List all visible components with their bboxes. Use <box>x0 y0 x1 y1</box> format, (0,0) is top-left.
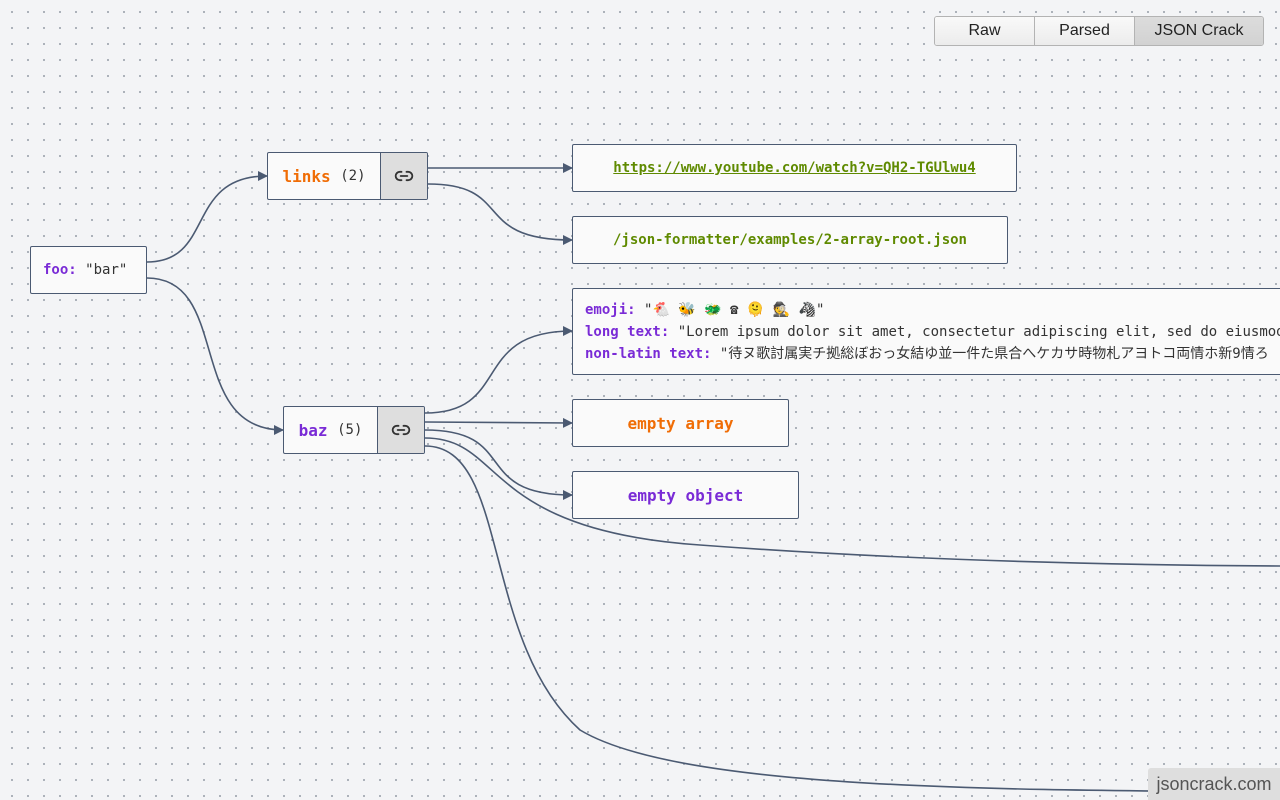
row-non-latin-text-key: non-latin text: <box>585 346 712 362</box>
row-emoji-key: emoji: <box>585 302 636 318</box>
node-baz-link-button[interactable] <box>377 407 424 453</box>
node-empty-object-label: empty object <box>627 485 744 505</box>
node-link-url-2[interactable]: /json-formatter/examples/2-array-root.js… <box>572 216 1008 264</box>
node-links-name: links <box>282 166 331 186</box>
node-link-url-1[interactable]: https://www.youtube.com/watch?v=QH2-TGUl… <box>572 144 1017 192</box>
node-baz-object[interactable]: emoji: "🐔 🐝 🐲 ☎ 🫠 🕵 🦓" long text: "Lorem… <box>572 288 1280 375</box>
link-icon <box>391 424 411 436</box>
node-foo[interactable]: foo: "bar" <box>30 246 147 294</box>
edge-baz-offscreen-2 <box>424 445 1280 793</box>
node-link-url-2-text: /json-formatter/examples/2-array-root.js… <box>612 232 967 248</box>
edge-links-url2 <box>427 183 573 245</box>
node-baz[interactable]: baz (5) <box>283 406 425 454</box>
row-non-latin-text: non-latin text: "待ヌ歌討属実チ拠総ぼおっ女結ゆ並一件た県合へケ… <box>585 343 1279 365</box>
brand-watermark[interactable]: jsoncrack.com <box>1148 768 1280 800</box>
node-foo-value: "bar" <box>85 262 128 278</box>
node-foo-key: foo: <box>43 262 77 278</box>
node-links-label: links (2) <box>268 153 380 199</box>
node-link-url-1-text[interactable]: https://www.youtube.com/watch?v=QH2-TGUl… <box>613 160 976 176</box>
row-long-text-key: long text: <box>585 324 670 340</box>
edge-baz-empty-object <box>424 429 573 500</box>
node-baz-label: baz (5) <box>284 407 377 453</box>
node-links-link-button[interactable] <box>380 153 427 199</box>
node-links[interactable]: links (2) <box>267 152 428 200</box>
node-empty-array[interactable]: empty array <box>572 399 789 447</box>
edge-baz-object <box>424 326 573 414</box>
view-parsed-button[interactable]: Parsed <box>1035 17 1135 45</box>
view-mode-toggle: Raw Parsed JSON Crack <box>934 16 1264 46</box>
edge-baz-empty-array <box>424 417 573 428</box>
row-emoji-value: "🐔 🐝 🐲 ☎ 🫠 🕵 🦓" <box>644 302 825 318</box>
edge-foo-baz <box>146 277 284 435</box>
node-links-count: (2) <box>340 168 366 184</box>
node-baz-name: baz <box>298 420 328 440</box>
edge-baz-offscreen-1 <box>424 437 1280 567</box>
row-emoji: emoji: "🐔 🐝 🐲 ☎ 🫠 🕵 🦓" <box>585 299 1279 321</box>
link-icon <box>394 170 414 182</box>
view-json-crack-button[interactable]: JSON Crack <box>1135 17 1263 45</box>
row-non-latin-text-value: "待ヌ歌討属実チ拠総ぼおっ女結ゆ並一件た県合へケカサ時物札アヨトコ両情ホ新9情ろ <box>719 346 1269 362</box>
row-long-text: long text: "Lorem ipsum dolor sit amet, … <box>585 321 1280 343</box>
view-raw-button[interactable]: Raw <box>935 17 1035 45</box>
row-long-text-value: "Lorem ipsum dolor sit amet, consectetur… <box>677 324 1280 340</box>
node-baz-count: (5) <box>337 422 363 438</box>
node-empty-object[interactable]: empty object <box>572 471 799 519</box>
node-empty-array-label: empty array <box>627 413 734 433</box>
edge-foo-links <box>146 171 268 263</box>
